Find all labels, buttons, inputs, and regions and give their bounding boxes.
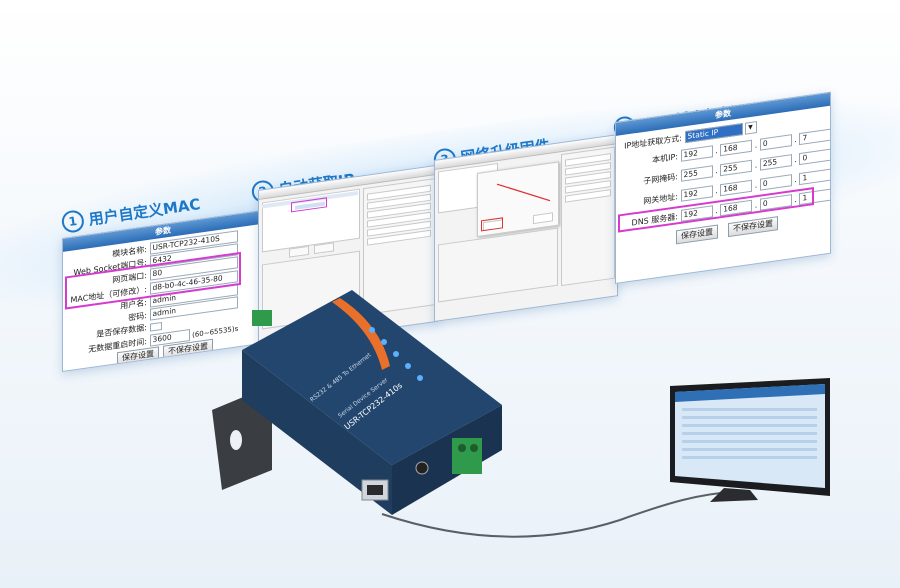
gateway-octet-1[interactable]: 192 [680, 185, 713, 202]
led-5 [417, 375, 423, 381]
accent-stripe [332, 298, 390, 370]
subnet-octet-2[interactable]: 255 [720, 159, 753, 177]
device-body-top [242, 290, 502, 465]
gateway-octet-3[interactable]: 0 [759, 174, 792, 191]
terminal-block-front [452, 438, 482, 474]
refresh-button [314, 242, 334, 255]
screen-table-rows [682, 408, 817, 459]
subnet-octet-1[interactable]: 255 [680, 165, 713, 182]
led-1 [369, 327, 375, 333]
terminal-screw-1 [458, 444, 466, 452]
serial-device-server: USR-TCP232-410s Serial Device Server RS2… [212, 290, 502, 515]
search-button [289, 245, 309, 258]
device-body-side [242, 350, 392, 515]
local-ip-octet-4[interactable]: 7 [799, 128, 831, 146]
subnet-octet-4[interactable]: 0 [799, 148, 831, 166]
terminal-block-top [252, 310, 272, 326]
firmware-upgrade-screenshot [434, 134, 618, 322]
gateway-octet-2[interactable]: 168 [720, 179, 753, 197]
terminal-screw-2 [470, 444, 478, 452]
network-cable [381, 491, 733, 538]
led-4 [405, 363, 411, 369]
ip-mode-select[interactable]: Static IP [684, 123, 743, 144]
mount-hole [230, 430, 242, 450]
monitor-display [670, 378, 830, 502]
chevron-down-icon[interactable]: ▼ [745, 121, 758, 135]
local-ip-octet-2[interactable]: 168 [720, 139, 753, 157]
local-ip-octet-1[interactable]: 192 [680, 145, 713, 162]
ethernet-port-socket [367, 485, 383, 495]
save-data-checkbox[interactable] [149, 321, 162, 332]
arrow-icon [496, 183, 551, 202]
subnet-octet-3[interactable]: 255 [759, 154, 792, 171]
device-body-front [392, 405, 502, 515]
nosave-settings-button[interactable]: 不保存设置 [728, 216, 778, 238]
led-3 [393, 351, 399, 357]
dns-settings-panel: 参数 IP地址获取方式: Static IP ▼ 本机IP: 192 . 168… [615, 91, 831, 284]
power-jack[interactable] [415, 461, 429, 475]
save-settings-button[interactable]: 保存设置 [676, 224, 718, 245]
led-2 [381, 339, 387, 345]
screen-header-bar [675, 384, 825, 402]
local-ip-octet-3[interactable]: 0 [759, 134, 792, 151]
monitor-stand [710, 488, 758, 502]
gateway-octet-4[interactable]: 1 [799, 168, 831, 186]
